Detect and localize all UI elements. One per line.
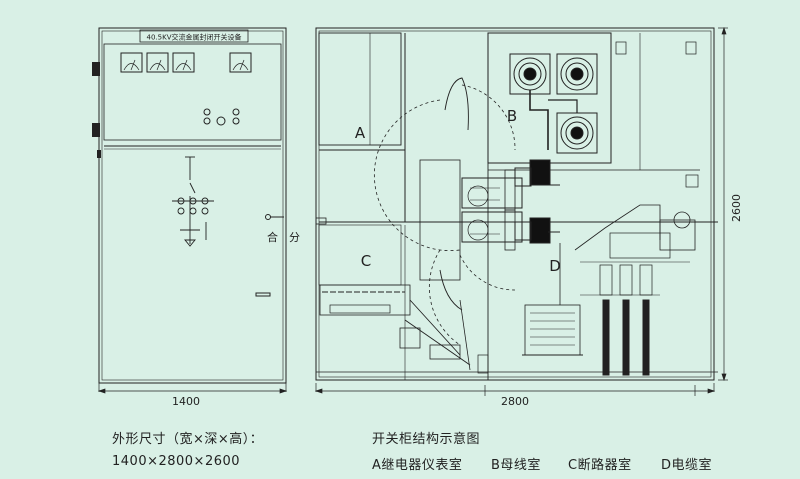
compartment-a bbox=[318, 32, 402, 146]
height-dimension-label: 2600 bbox=[730, 194, 743, 222]
width-dimension bbox=[97, 388, 288, 394]
switch-label-close: 合 bbox=[267, 230, 278, 244]
current-transformer bbox=[522, 304, 583, 356]
breaker-truck bbox=[319, 284, 489, 374]
meter-icon bbox=[120, 52, 252, 73]
diagram-title: 开关柜结构示意图 bbox=[372, 432, 481, 447]
circuit-breaker bbox=[419, 159, 560, 281]
compartment-b bbox=[487, 32, 612, 164]
switch-label-open: 分 bbox=[289, 231, 300, 244]
hinge-icon bbox=[92, 62, 101, 158]
height-dimension bbox=[718, 26, 728, 382]
legend-item-d: D电缆室 bbox=[661, 458, 713, 473]
depth-dimension bbox=[314, 385, 716, 396]
single-line-diagram bbox=[172, 156, 214, 247]
compartment-a-label: A bbox=[355, 124, 366, 142]
compartment-d bbox=[574, 204, 696, 376]
door-handle-icon bbox=[255, 292, 271, 297]
nameplate-box bbox=[139, 29, 249, 43]
bushing-icon bbox=[509, 53, 598, 154]
dimensions-title: 外形尺寸（宽×深×高）： bbox=[112, 432, 264, 447]
control-knob-icon bbox=[203, 108, 240, 126]
side-view bbox=[314, 26, 728, 396]
legend-item-b: B母线室 bbox=[491, 458, 541, 473]
dimensions-value: 1400×2800×2600 bbox=[112, 454, 241, 469]
compartment-d-label: D bbox=[549, 257, 561, 275]
operating-handle-icon bbox=[265, 214, 284, 220]
compartment-c-label: C bbox=[361, 252, 371, 270]
relay-door bbox=[103, 43, 282, 141]
depth-dimension-label: 2800 bbox=[501, 395, 529, 408]
legend-item-c: C断路器室 bbox=[568, 458, 632, 473]
width-dimension-label: 1400 bbox=[172, 395, 200, 408]
legend-item-a: A继电器仪表室 bbox=[372, 458, 463, 473]
compartment-b-label: B bbox=[507, 107, 517, 125]
front-view bbox=[92, 27, 288, 394]
nameplate-text: 40.5KV交流金属封闭开关设备 bbox=[147, 33, 242, 42]
